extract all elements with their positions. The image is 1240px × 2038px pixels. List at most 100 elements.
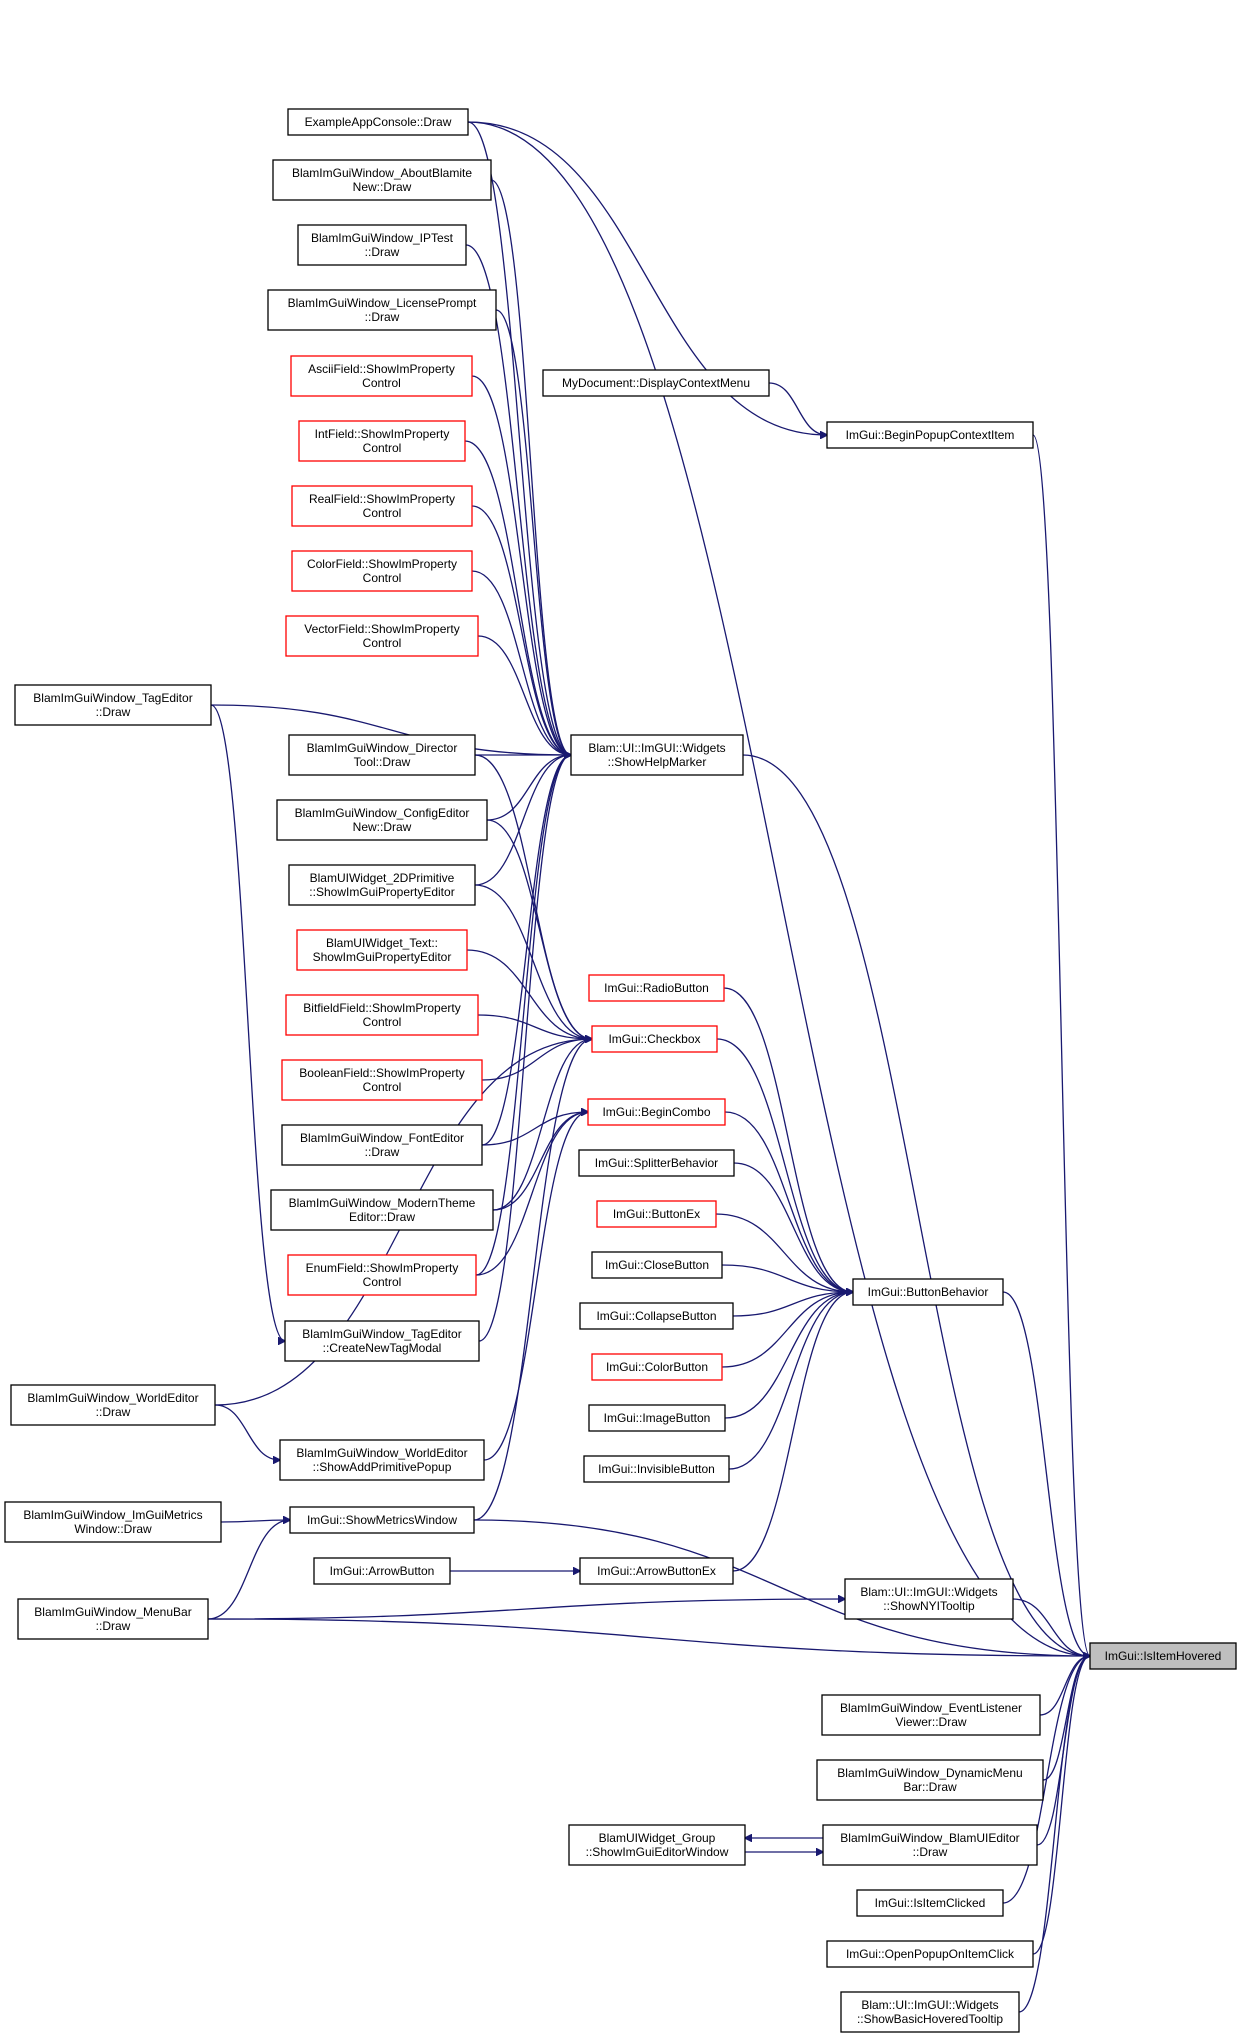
node-beginPopupCtx[interactable]: ImGui::BeginPopupContextItem [826, 421, 1034, 449]
node-createNewTag[interactable]: BlamImGuiWindow_TagEditor::CreateNewTagM… [284, 1320, 480, 1362]
node-box [289, 1506, 475, 1534]
node-label: IntField::ShowImProperty [315, 427, 450, 441]
node-label: ::Draw [913, 1845, 948, 1859]
node-showNYI[interactable]: Blam::UI::ImGUI::Widgets::ShowNYITooltip [844, 1578, 1014, 1620]
node-menuBar[interactable]: BlamImGuiWindow_MenuBar::Draw [17, 1598, 209, 1640]
node-label: BlamUIWidget_2DPrimitive [310, 871, 455, 885]
node-showMetrics[interactable]: ImGui::ShowMetricsWindow [289, 1506, 475, 1534]
node-beginCombo[interactable]: ImGui::BeginCombo [587, 1098, 726, 1126]
node-label: Window::Draw [74, 1522, 152, 1536]
edge-showAddPrim-to-beginCombo [483, 1112, 588, 1461]
edge-appConsole-to-isItemHovered [467, 121, 1090, 1656]
node-splitter[interactable]: ImGui::SplitterBehavior [578, 1149, 735, 1177]
node-showHelpMarker[interactable]: Blam::UI::ImGUI::Widgets::ShowHelpMarker [570, 734, 744, 776]
edge-asciiField-to-showHelpMarker [471, 375, 571, 755]
node-label: Control [363, 441, 402, 455]
node-colorButton[interactable]: ImGui::ColorButton [591, 1353, 723, 1381]
node-box [579, 1302, 734, 1330]
node-label: ::ShowBasicHoveredTooltip [857, 2012, 1003, 2026]
node-openPopup[interactable]: ImGui::OpenPopupOnItemClick [826, 1940, 1034, 1968]
node-label: BooleanField::ShowImProperty [299, 1066, 464, 1080]
node-label: ImGui::IsItemClicked [875, 1896, 986, 1910]
node-label: BlamImGuiWindow_ConfigEditor [295, 806, 470, 820]
edge-showNYI-to-isItemHovered [1012, 1598, 1090, 1656]
node-invisibleButton[interactable]: ImGui::InvisibleButton [583, 1455, 730, 1483]
node-label: BlamImGuiWindow_MenuBar [34, 1605, 191, 1619]
node-basicTooltip[interactable]: Blam::UI::ImGUI::Widgets::ShowBasicHover… [840, 1991, 1020, 2033]
node-box [272, 159, 492, 201]
node-isItemHovered[interactable]: ImGui::IsItemHovered [1089, 1642, 1237, 1670]
node-label: BlamImGuiWindow_BlamUIEditor [840, 1831, 1019, 1845]
node-collapseButton[interactable]: ImGui::CollapseButton [579, 1302, 734, 1330]
node-label: ::ShowAddPrimitivePopup [313, 1460, 452, 1474]
node-box [285, 615, 479, 657]
node-buttonEx[interactable]: ImGui::ButtonEx [596, 1200, 717, 1228]
node-tagEditor[interactable]: BlamImGuiWindow_TagEditor::Draw [14, 684, 212, 726]
node-uiGroup[interactable]: BlamUIWidget_Group::ShowImGuiEditorWindo… [568, 1824, 746, 1866]
node-buttonBehavior[interactable]: ImGui::ButtonBehavior [852, 1278, 1004, 1306]
edge-buttonBehavior-to-isItemHovered [1002, 1291, 1090, 1656]
node-box [568, 1824, 746, 1866]
node-label: Bar::Draw [903, 1780, 957, 1794]
node-uiText[interactable]: BlamUIWidget_Text::ShowImGuiPropertyEdit… [296, 929, 468, 971]
edge-menuBar-to-isItemHovered [207, 1618, 1090, 1656]
node-blamUIEditor[interactable]: BlamImGuiWindow_BlamUIEditor::Draw [822, 1824, 1038, 1866]
node-box [579, 1557, 734, 1585]
node-label: BlamImGuiWindow_LicensePrompt [288, 296, 477, 310]
edge-modernTheme-to-checkbox [492, 1039, 592, 1211]
node-isItemClicked[interactable]: ImGui::IsItemClicked [856, 1889, 1004, 1917]
node-arrowButtonEx[interactable]: ImGui::ArrowButtonEx [579, 1557, 734, 1585]
edge-appConsole-to-beginPopupCtx [467, 121, 827, 435]
edge-fontEditor-to-showHelpMarker [481, 755, 571, 1146]
node-worldEditor[interactable]: BlamImGuiWindow_WorldEditor::Draw [10, 1384, 216, 1426]
edge-splitter-to-buttonBehavior [733, 1162, 853, 1292]
node-arrowButton[interactable]: ImGui::ArrowButton [313, 1557, 451, 1585]
node-box [10, 1384, 216, 1426]
node-box [542, 369, 770, 397]
node-checkbox[interactable]: ImGui::Checkbox [591, 1025, 718, 1053]
node-showAddPrim[interactable]: BlamImGuiWindow_WorldEditor::ShowAddPrim… [279, 1439, 485, 1481]
edge-licensePrompt-to-showHelpMarker [495, 309, 571, 755]
node-label: ImGui::OpenPopupOnItemClick [846, 1947, 1015, 1961]
node-label: BlamImGuiWindow_FontEditor [300, 1131, 464, 1145]
node-licensePrompt[interactable]: BlamImGuiWindow_LicensePrompt::Draw [267, 289, 497, 331]
node-label: ::Draw [365, 1145, 400, 1159]
node-label: ::CreateNewTagModal [323, 1341, 442, 1355]
edge-myDocument-to-beginPopupCtx [768, 382, 827, 435]
node-box [296, 929, 468, 971]
node-appConsole[interactable]: ExampleAppConsole::Draw [287, 108, 469, 136]
node-box [313, 1557, 451, 1585]
node-box [4, 1501, 222, 1543]
node-imageButton[interactable]: ImGui::ImageButton [588, 1404, 726, 1432]
edge-buttonEx-to-buttonBehavior [715, 1213, 853, 1292]
node-primitive2d[interactable]: BlamUIWidget_2DPrimitive::ShowImGuiPrope… [288, 864, 476, 906]
node-closeButton[interactable]: ImGui::CloseButton [591, 1251, 723, 1279]
node-box [822, 1824, 1038, 1866]
node-fontEditor[interactable]: BlamImGuiWindow_FontEditor::Draw [281, 1124, 483, 1166]
node-eventListener[interactable]: BlamImGuiWindow_EventListenerViewer::Dra… [821, 1694, 1041, 1736]
node-ipTest[interactable]: BlamImGuiWindow_IPTest::Draw [297, 224, 467, 266]
edge-closeButton-to-buttonBehavior [721, 1264, 853, 1292]
node-myDocument[interactable]: MyDocument::DisplayContextMenu [542, 369, 770, 397]
node-box [298, 420, 466, 462]
edge-colorField-to-showHelpMarker [471, 570, 571, 755]
node-box [587, 1098, 726, 1126]
node-label: Control [362, 376, 401, 390]
node-radioButton[interactable]: ImGui::RadioButton [588, 974, 725, 1002]
node-box [267, 289, 497, 331]
